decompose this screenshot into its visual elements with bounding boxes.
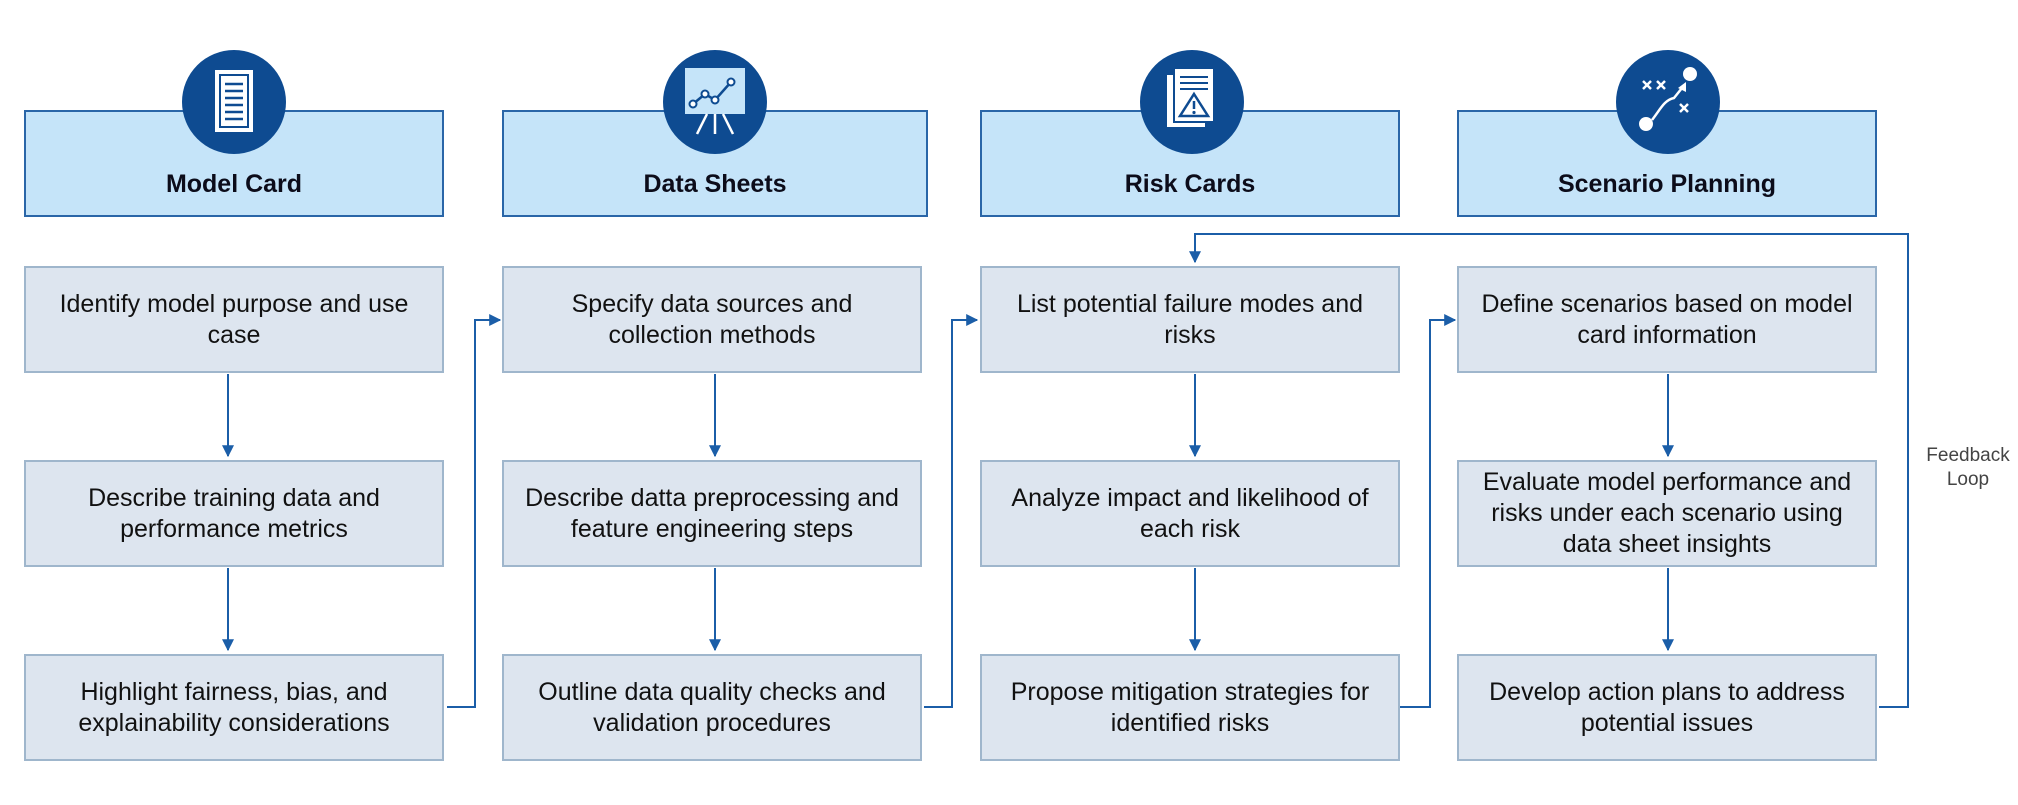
strategy-play-icon <box>1616 50 1720 154</box>
feedback-loop-connector <box>1189 233 1909 708</box>
header-title-model-card: Model Card <box>165 170 303 198</box>
feedback-label-line1: Feedback <box>1926 445 2010 466</box>
model-card-document-icon <box>182 50 286 154</box>
step-box: Outline data quality checks and validati… <box>502 654 922 761</box>
step-box: Define scenarios based on model card inf… <box>1457 266 1877 373</box>
step-box: Evaluate model performance and risks und… <box>1457 460 1877 567</box>
step-box: Highlight fairness, bias, and explainabi… <box>24 654 444 761</box>
header-title-data-sheets: Data Sheets <box>643 170 787 198</box>
header-title-scenario-planning: Scenario Planning <box>1557 170 1777 198</box>
connector-c2-to-c3 <box>924 314 979 708</box>
step-box: Specify data sources and collection meth… <box>502 266 922 373</box>
step-box: Analyze impact and likelihood of each ri… <box>980 460 1400 567</box>
header-title-risk-cards: Risk Cards <box>1124 170 1256 198</box>
step-box: Describe training data and performance m… <box>24 460 444 567</box>
step-box: Propose mitigation strategies for identi… <box>980 654 1400 761</box>
feedback-label-line2: Loop <box>1946 469 1990 490</box>
step-box: Develop action plans to address potentia… <box>1457 654 1877 761</box>
feedback-loop-label: Feedback Loop <box>1918 444 2018 492</box>
step-box: Describe datta preprocessing and feature… <box>502 460 922 567</box>
step-box: Identify model purpose and use case <box>24 266 444 373</box>
connector-c3-to-c4 <box>1400 314 1457 708</box>
risk-warning-document-icon <box>1140 50 1244 154</box>
line-chart-presentation-icon <box>663 50 767 154</box>
connector-c1-to-c2 <box>447 314 502 708</box>
step-box: List potential failure modes and risks <box>980 266 1400 373</box>
